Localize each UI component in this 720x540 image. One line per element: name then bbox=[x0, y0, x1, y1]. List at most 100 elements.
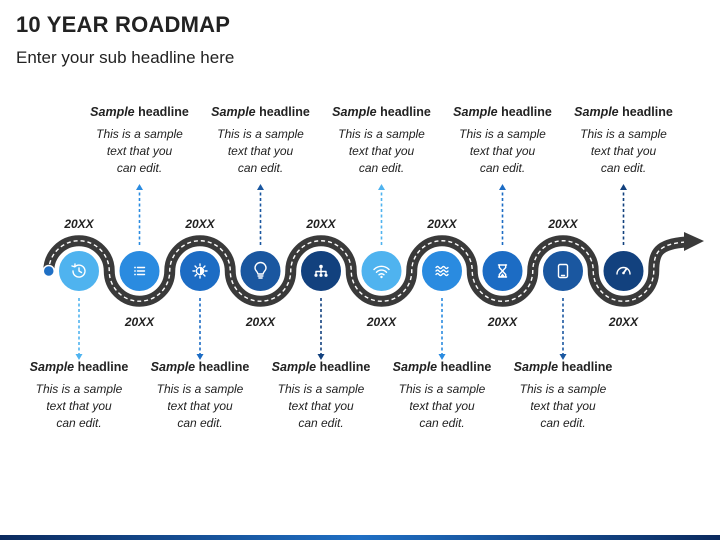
milestone-description-line: can edit. bbox=[358, 161, 405, 175]
milestone-description-line: This is a sample bbox=[580, 127, 667, 141]
connector-arrow bbox=[559, 354, 567, 360]
connector-arrow bbox=[317, 354, 325, 360]
milestone-description-line: This is a sample bbox=[217, 127, 304, 141]
milestone-circle bbox=[359, 249, 404, 293]
milestone-year: 20XX bbox=[366, 315, 397, 329]
list-icon bbox=[134, 266, 146, 276]
milestone-headline-emphasis: Sample bbox=[211, 105, 256, 119]
page-subtitle: Enter your sub headline here bbox=[16, 48, 235, 67]
milestone-year: 20XX bbox=[487, 315, 518, 329]
connector-arrow bbox=[257, 184, 264, 190]
milestone-description-line: can edit. bbox=[540, 416, 586, 430]
milestone-description-line: text that you bbox=[227, 144, 294, 158]
milestone-description-line: text that you bbox=[590, 144, 657, 158]
milestone-description-line: This is a sample bbox=[459, 127, 546, 141]
milestone-description-line: This is a sample bbox=[277, 382, 365, 396]
milestone-headline-rest: headline bbox=[195, 360, 250, 374]
waves-icon bbox=[435, 265, 449, 277]
milestone-node bbox=[541, 249, 585, 293]
hierarchy-icon bbox=[314, 264, 328, 277]
milestone-year: 20XX bbox=[124, 315, 155, 329]
milestone-headline: Sample headline bbox=[140, 360, 260, 374]
milestone-description-line: can edit. bbox=[116, 161, 163, 175]
connector-arrow bbox=[438, 354, 446, 360]
road-start-dot bbox=[42, 264, 55, 278]
milestone-headline: Sample headline bbox=[201, 105, 321, 119]
milestone-description-line: This is a sample bbox=[96, 127, 183, 141]
milestone-description-line: This is a sample bbox=[398, 382, 486, 396]
milestone-headline-rest: headline bbox=[618, 105, 673, 119]
hourglass-icon bbox=[497, 264, 508, 278]
milestone-headline-emphasis: Sample bbox=[332, 105, 377, 119]
connector-arrow bbox=[620, 184, 627, 190]
milestone-description-line: text that you bbox=[288, 399, 354, 413]
milestone-headline: Sample headline bbox=[503, 360, 623, 374]
wifi-icon bbox=[373, 265, 390, 279]
history-icon bbox=[71, 263, 86, 278]
connector-arrow bbox=[378, 184, 385, 190]
milestone-headline-emphasis: Sample bbox=[150, 360, 196, 374]
milestone-description-line: This is a sample bbox=[519, 382, 607, 396]
milestone-headline-rest: headline bbox=[558, 360, 613, 374]
footer-bar bbox=[0, 535, 720, 540]
milestone-description: This is a sample text that you can edit. bbox=[261, 381, 381, 432]
page-title: 10 YEAR ROADMAP bbox=[16, 12, 231, 37]
milestone-year: 20XX bbox=[427, 217, 457, 231]
connector-arrow bbox=[499, 184, 506, 190]
connector-arrow bbox=[196, 354, 204, 360]
milestone-description-line: text that you bbox=[409, 399, 475, 413]
milestone-description-line: text that you bbox=[106, 144, 173, 158]
lightbulb-icon bbox=[254, 261, 267, 279]
connector-arrow bbox=[136, 184, 143, 190]
milestone-year: 20XX bbox=[185, 217, 215, 231]
milestone-circle bbox=[601, 249, 646, 293]
milestone-headline: Sample headline bbox=[80, 105, 200, 119]
milestone-headline-rest: headline bbox=[437, 360, 492, 374]
milestone-node bbox=[299, 249, 343, 293]
milestone-headline: Sample headline bbox=[382, 360, 502, 374]
milestone-description-line: can edit. bbox=[177, 416, 223, 430]
milestone-year: 20XX bbox=[548, 217, 578, 231]
milestone-year: 20XX bbox=[245, 315, 276, 329]
milestone-description-line: can edit. bbox=[298, 416, 344, 430]
milestone-circle bbox=[541, 249, 585, 293]
speedometer-icon bbox=[616, 266, 631, 275]
milestone-node bbox=[57, 249, 101, 293]
milestone-description-line: text that you bbox=[348, 144, 415, 158]
milestone-year: 20XX bbox=[306, 217, 336, 231]
milestone-headline-emphasis: Sample bbox=[513, 360, 559, 374]
milestone-description-line: This is a sample bbox=[338, 127, 425, 141]
milestone-headline-rest: headline bbox=[497, 105, 552, 119]
milestone-description-line: can edit. bbox=[237, 161, 284, 175]
milestone-year: 20XX bbox=[64, 217, 94, 231]
milestone-description-line: This is a sample bbox=[35, 382, 123, 396]
milestone-headline: Sample headline bbox=[443, 105, 563, 119]
milestone-year: 20XX bbox=[608, 315, 639, 329]
milestone-node bbox=[420, 249, 464, 293]
road-center-line bbox=[48, 240, 687, 302]
milestone-description-line: text that you bbox=[167, 399, 233, 413]
milestone-description-line: can edit. bbox=[479, 161, 526, 175]
milestone-node bbox=[238, 249, 283, 293]
milestone-headline-emphasis: Sample bbox=[574, 105, 619, 119]
milestone-node bbox=[601, 249, 646, 293]
milestone-headline-rest: headline bbox=[74, 360, 129, 374]
brightness-icon bbox=[192, 263, 208, 279]
milestone-node bbox=[359, 249, 404, 293]
milestone-headline-emphasis: Sample bbox=[90, 105, 135, 119]
